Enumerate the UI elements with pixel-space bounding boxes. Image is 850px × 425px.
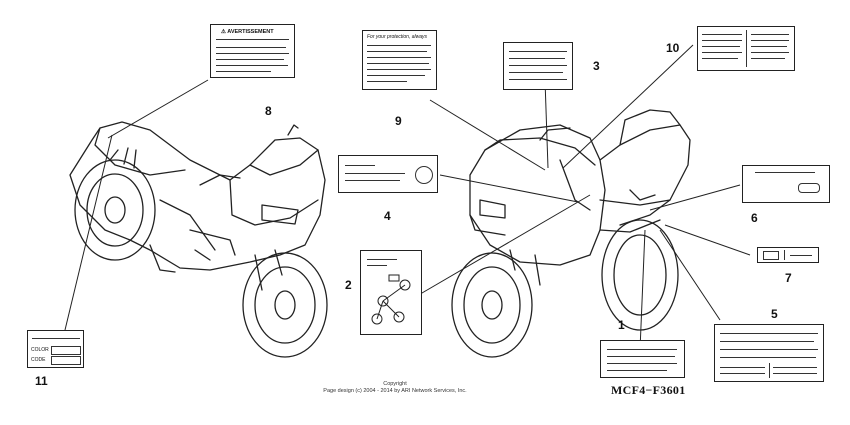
label-3 xyxy=(503,42,573,90)
callout-9: 9 xyxy=(395,114,402,128)
label-11-color-code: COLOR CODE xyxy=(27,330,84,368)
label-2 xyxy=(360,250,422,335)
avertissement-heading: ⚠ AVERTISSEMENT xyxy=(221,29,274,35)
callout-2: 2 xyxy=(345,278,352,292)
callout-11: 11 xyxy=(35,374,48,388)
label-8-avertissement: ⚠ AVERTISSEMENT xyxy=(210,24,295,78)
left-motorcycle-drawing xyxy=(69,121,328,358)
label-5 xyxy=(714,324,824,382)
right-motorcycle-drawing xyxy=(451,109,691,358)
callout-3: 3 xyxy=(593,59,600,73)
copyright-line-2: Page design (c) 2004 - 2014 by ARI Netwo… xyxy=(323,388,467,394)
callout-6: 6 xyxy=(751,211,758,225)
callout-7: 7 xyxy=(785,271,792,285)
label-7 xyxy=(757,247,819,263)
callout-8: 8 xyxy=(265,104,272,118)
callout-4: 4 xyxy=(384,209,391,223)
label-6 xyxy=(742,165,830,203)
color-label: COLOR xyxy=(31,347,49,353)
protection-heading: For your protection, always xyxy=(367,34,428,40)
label-9-protection: For your protection, always xyxy=(362,30,437,90)
callout-1: 1 xyxy=(618,318,625,332)
diagram-part-code: MCF4−F3601 xyxy=(611,383,686,397)
copyright-notice: Copyright Page design (c) 2004 - 2014 by… xyxy=(300,381,490,395)
code-label: CODE xyxy=(31,357,46,363)
label-1 xyxy=(600,340,685,378)
label-10 xyxy=(697,26,795,71)
callout-5: 5 xyxy=(771,307,778,321)
copyright-line-1: Copyright xyxy=(383,381,407,387)
callout-10: 10 xyxy=(666,41,680,55)
label-4 xyxy=(338,155,438,193)
wiring-schematic-icon xyxy=(371,274,411,325)
